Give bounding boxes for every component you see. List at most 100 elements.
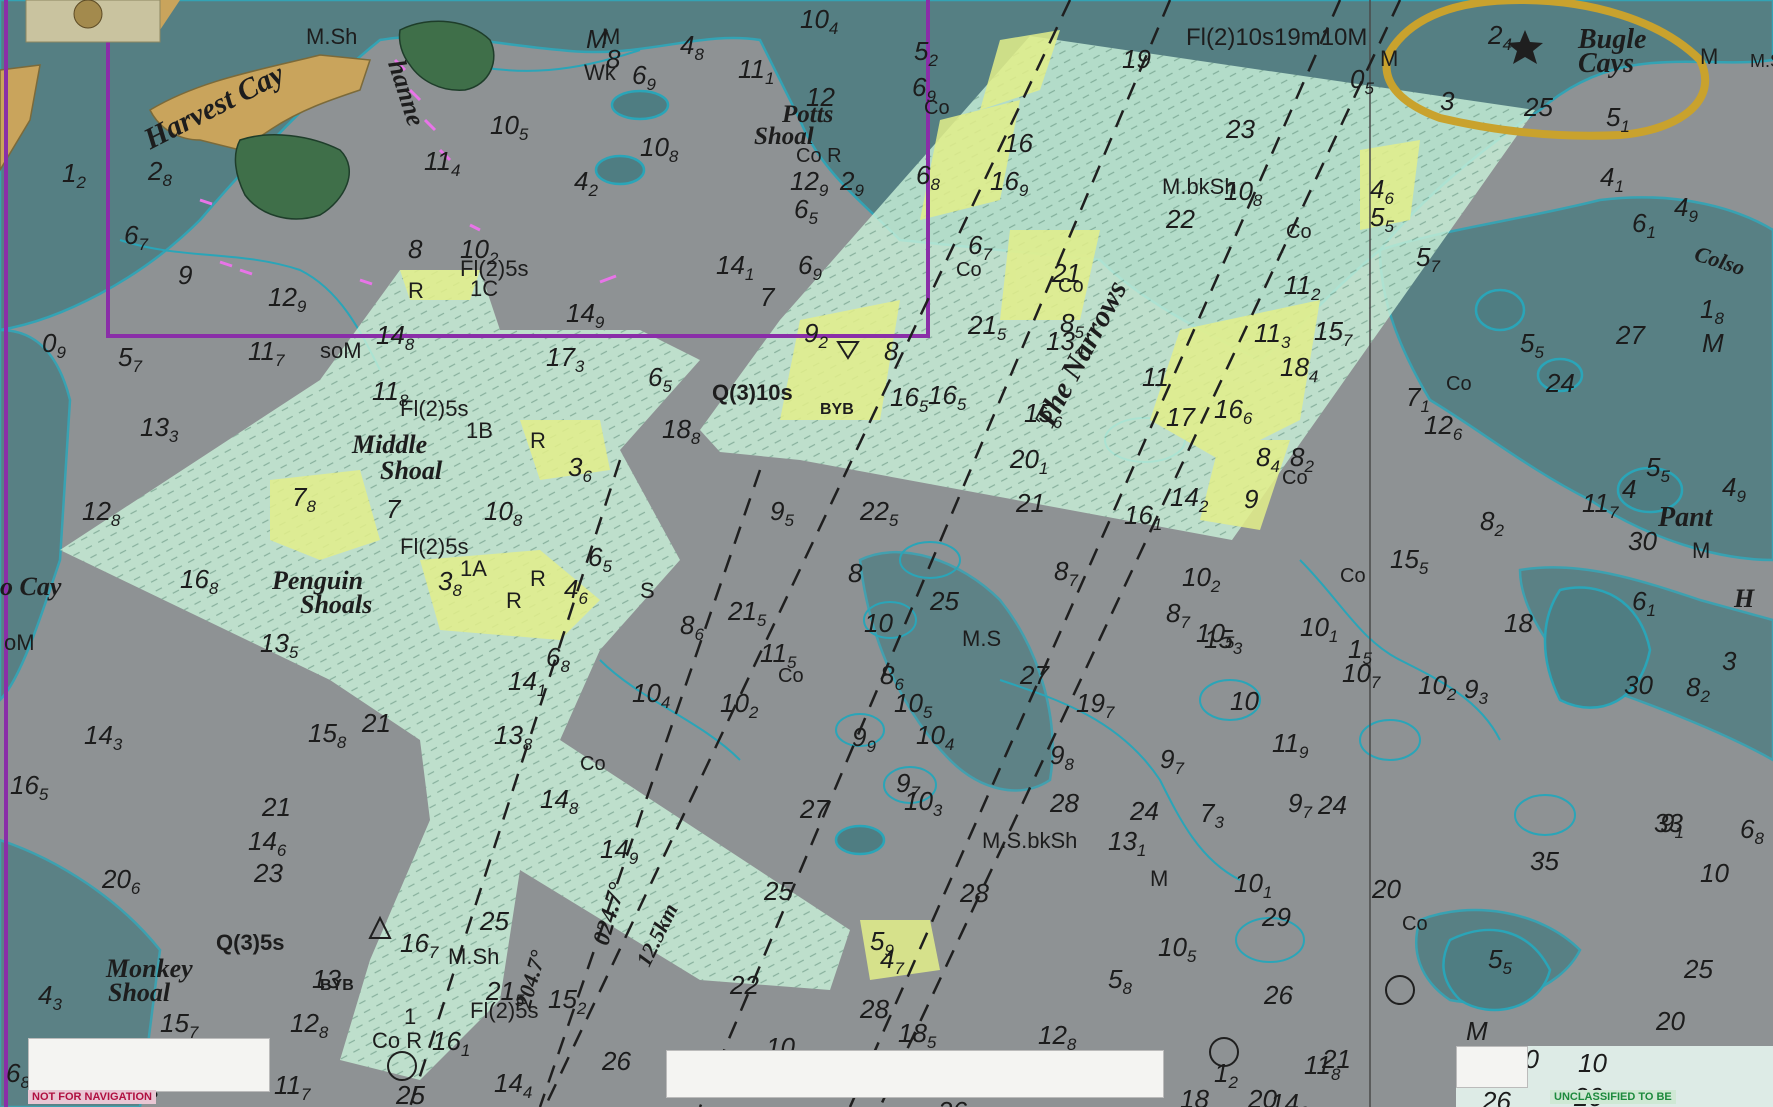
depth-sounding: 71 [1406, 382, 1430, 417]
depth-sounding: 101 [1300, 612, 1339, 647]
place-shoals: Shoals [300, 590, 373, 619]
shoal-west [0, 328, 72, 702]
nw-corner-land [0, 64, 41, 172]
seabed-msh-top: M.Sh [306, 24, 358, 49]
depth-sounding: 129 [790, 166, 829, 201]
depth-sounding: 82 [1480, 506, 1504, 541]
place-middle-shoal-1: Middle [352, 430, 428, 459]
info-box-bottom-left [28, 1038, 270, 1092]
depth-sounding: 144 [494, 1068, 533, 1103]
depth-sounding: 92 [804, 318, 828, 353]
track-2 [698, 0, 1172, 1107]
place-pant: Pant [1658, 502, 1713, 533]
highlight-8 [270, 470, 380, 560]
depth-sounding: 165 [928, 380, 967, 415]
depth-sounding: 24 [1488, 20, 1512, 55]
depth-sounding: 42 [574, 166, 598, 201]
depth-sounding: 26 [1264, 980, 1293, 1010]
depth-sounding: 35 [1530, 846, 1559, 876]
seabed-co-9: Co [580, 753, 606, 775]
place-cay-west: o Cay [0, 572, 62, 601]
depth-sounding: 185 [898, 1018, 937, 1053]
depth-sounding: 85 [1060, 308, 1084, 343]
depth-sounding: 65 [588, 542, 612, 577]
depth-sounding: 156 [1024, 398, 1063, 433]
depth-sounding: 105 [1196, 618, 1235, 653]
seabed-cor-bottom: Co R [372, 1028, 423, 1053]
depth-sounding: 146 [248, 826, 287, 861]
depth-sounding: 73 [1200, 798, 1224, 833]
buoy-3 [1385, 975, 1415, 1005]
depth-sounding: 38 [438, 566, 462, 601]
depth-sounding: 65 [794, 194, 818, 229]
depth-sounding: 25 [396, 1080, 425, 1107]
seabed-co-8: Co [778, 665, 804, 687]
depth-sounding: 25 [930, 586, 959, 616]
depth-sounding: 29 [840, 166, 864, 201]
shoal-south [858, 551, 1054, 792]
depth-sounding: 104 [916, 720, 955, 755]
depth-sounding: 215 [968, 310, 1007, 345]
depth-sounding: 67 [968, 230, 992, 265]
depth-sounding: 25 [764, 876, 793, 906]
depth-sounding: 86 [880, 660, 904, 695]
depth-sounding: 101 [1234, 868, 1273, 903]
track-1 [543, 0, 1072, 1107]
depth-sounding: 148 [540, 784, 579, 819]
depth-sounding: 166 [1214, 394, 1253, 429]
depth-sounding: M [586, 24, 608, 54]
depth-sounding: 25 [480, 906, 509, 936]
seabed-r-4: R [530, 566, 546, 591]
depth-sounding: 20 [1656, 1006, 1685, 1036]
seabed-som-2: oM [4, 630, 35, 655]
depth-sounding: 26 [602, 1046, 631, 1076]
place-potts: Potts [782, 101, 834, 128]
depth-sounding: 117 [274, 1070, 311, 1105]
depth-sounding: 10 [1230, 686, 1259, 716]
depth-sounding: 55 [1520, 328, 1544, 363]
track-3 [878, 0, 1402, 1107]
seabed-r-2: R [530, 428, 546, 453]
light-fl-top-right: Fl(2)10s19m10M [1186, 24, 1368, 51]
depth-sounding: 25 [1524, 92, 1553, 122]
depth-sounding: 68 [916, 160, 940, 195]
light-sector-ring [1382, 0, 1710, 140]
highlight-4 [1150, 300, 1320, 460]
depth-sounding: 102 [1418, 670, 1457, 705]
highlight-10 [520, 420, 610, 480]
light-1c: 1C [470, 276, 499, 301]
depth-sounding: M [1702, 328, 1724, 358]
depth-sounding: 105 [894, 688, 933, 723]
shoal-ring-2 [594, 154, 646, 186]
seabed-wk: Wk [584, 60, 616, 85]
track-4 [848, 0, 1342, 1107]
restricted-area-boundary [106, 0, 930, 338]
pink-1 [219, 260, 233, 268]
track-5 [538, 469, 762, 1107]
depth-sounding: 153 [1204, 624, 1243, 659]
depth-sounding: 112 [1284, 270, 1321, 305]
depth-sounding: 133 [140, 412, 179, 447]
contour-13 [1299, 559, 1501, 741]
depth-sounding: 157 [160, 1008, 199, 1043]
depth-sounding: 69 [912, 72, 936, 107]
pink-5 [408, 88, 422, 102]
depth-sounding: 117 [248, 336, 285, 371]
depth-sounding: 102 [720, 688, 759, 723]
depth-sounding: 47 [880, 944, 904, 979]
depth-sounding: 59 [870, 926, 894, 961]
depth-sounding: 95 [770, 496, 794, 531]
depth-sounding: 215 [728, 596, 767, 631]
depth-sounding: 58 [1108, 964, 1132, 999]
depth-sounding: 49 [1674, 192, 1698, 227]
contour-3 [883, 766, 937, 804]
depth-sounding: 135 [260, 628, 299, 663]
depth-sounding: 51 [1606, 102, 1630, 137]
depth-sounding: 18 [1180, 1084, 1209, 1107]
depth-sounding: 87 [1166, 598, 1190, 633]
depth-sounding: 111 [738, 54, 775, 89]
depth-sounding: 33 [1654, 808, 1683, 838]
light-star [1507, 30, 1543, 64]
depth-sounding: 55 [1370, 202, 1394, 237]
